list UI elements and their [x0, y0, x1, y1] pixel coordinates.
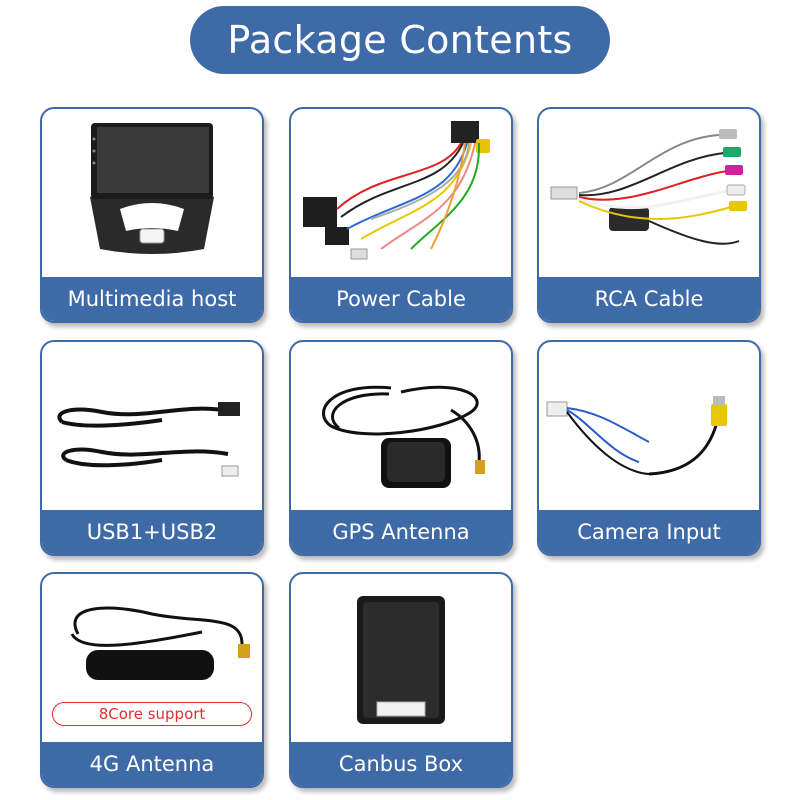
item-card-gps-antenna: GPS Antenna — [289, 340, 513, 556]
page-title: Package Contents — [190, 6, 610, 74]
item-card-camera-input: Camera Input — [537, 340, 761, 556]
camera-cable-icon — [546, 396, 727, 476]
rca-cable-icon — [550, 129, 747, 245]
wiring-harness-icon — [303, 121, 490, 260]
item-card-rca-cable: RCA Cable — [537, 107, 761, 323]
item-label: Power Cable — [291, 277, 511, 321]
car-stereo-icon — [90, 123, 214, 254]
item-label: RCA Cable — [539, 277, 759, 321]
item-card-canbus-box: Canbus Box — [289, 572, 513, 788]
item-card-multimedia-host: Multimedia host — [40, 107, 264, 323]
gps-antenna-icon — [322, 385, 485, 488]
item-label: 4G Antenna — [42, 742, 262, 786]
item-label: USB1+USB2 — [42, 510, 262, 554]
item-card-4g-antenna: 8Core support 4G Antenna — [40, 572, 264, 788]
item-label: Multimedia host — [42, 277, 262, 321]
item-label: Camera Input — [539, 510, 759, 554]
4g-antenna-icon — [70, 606, 250, 680]
item-card-power-cable: Power Cable — [289, 107, 513, 323]
item-label: GPS Antenna — [291, 510, 511, 554]
item-card-usb: USB1+USB2 — [40, 340, 264, 556]
feature-badge: 8Core support — [52, 702, 252, 726]
canbus-box-icon — [357, 596, 445, 724]
usb-cable-icon — [57, 402, 240, 477]
item-label: Canbus Box — [291, 742, 511, 786]
